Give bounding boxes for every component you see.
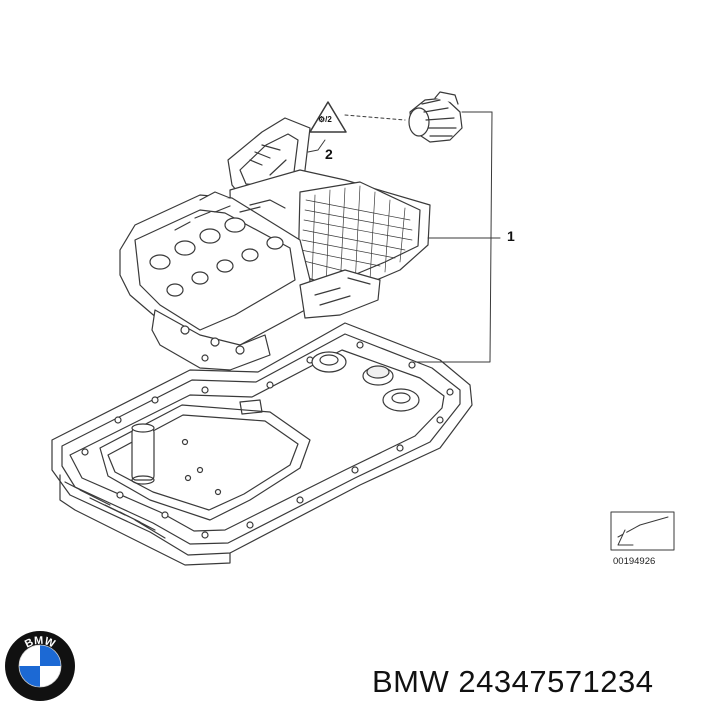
callout-1-label: 1: [507, 228, 515, 244]
oil-pan: [51, 322, 473, 566]
warning-symbol-text: ⚙/2: [318, 115, 332, 124]
warning-triangle-icon: [309, 101, 347, 133]
reference-box: [610, 511, 675, 551]
valve-body: [119, 117, 431, 371]
reference-code: 00194926: [613, 556, 656, 567]
sleeve-connector: [408, 91, 463, 143]
callout-2-label: 2: [325, 146, 333, 162]
part-number-text: BMW 24347571234: [372, 664, 654, 699]
bmw-logo-icon: BMW: [5, 631, 75, 701]
leader-lines: [307, 111, 501, 363]
